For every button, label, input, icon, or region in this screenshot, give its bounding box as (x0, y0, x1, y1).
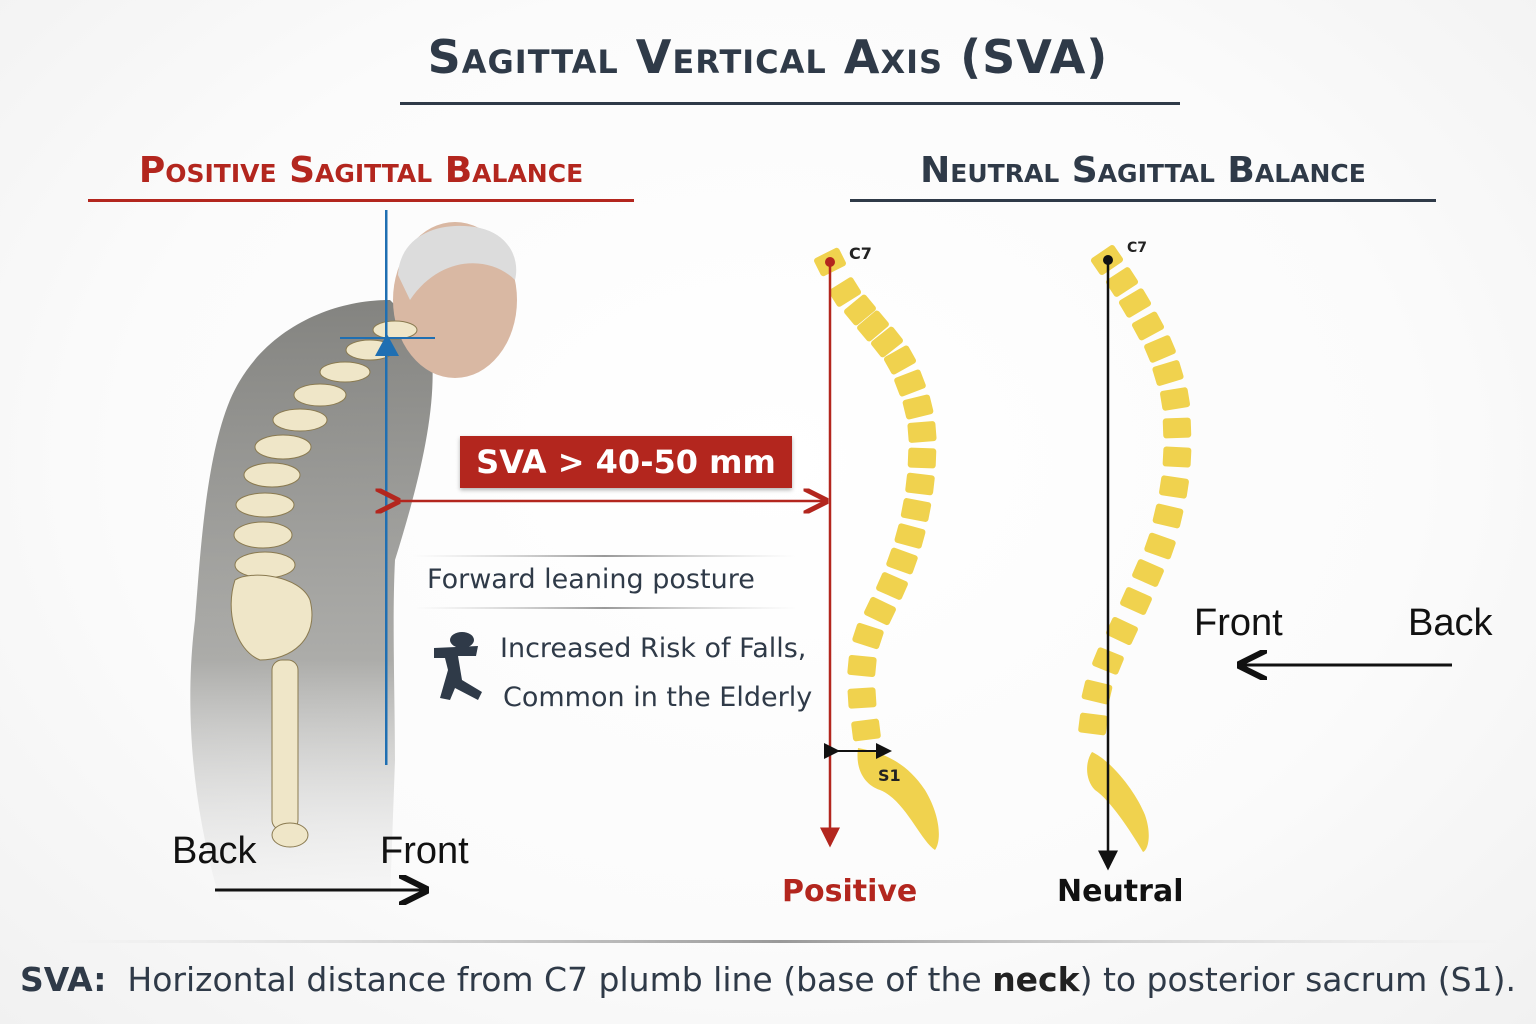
vertebra (864, 596, 896, 626)
neutral-heading-underline (850, 199, 1436, 202)
left-front-label: Front (380, 830, 469, 872)
definition-text-end: ) to posterior sacrum (S1). (1079, 960, 1516, 999)
positive-balance-heading: Positive Sagittal Balance (138, 150, 584, 191)
vertebra (900, 498, 932, 522)
vertebra (876, 572, 908, 600)
vertebra (844, 294, 876, 326)
vertebra (1144, 532, 1176, 560)
vertebra (1132, 559, 1164, 587)
neutral-c7-dot (1103, 255, 1113, 265)
vertebra (1081, 679, 1113, 705)
vertebra (871, 326, 903, 358)
vertebra (847, 654, 877, 678)
vertebra (902, 394, 934, 420)
vertebra (1162, 446, 1192, 468)
vertebra (1131, 311, 1165, 341)
positive-heading-underline (88, 199, 634, 202)
vertebra (894, 369, 926, 397)
right-back-label: Back (1408, 602, 1493, 644)
sacrum (857, 748, 939, 850)
definition-text-start: Horizontal distance from C7 plumb line (… (127, 960, 993, 999)
neutral-spine (1078, 245, 1192, 852)
risk-line-1: Increased Risk of Falls, (500, 633, 807, 664)
definition-bold: neck (992, 960, 1080, 999)
vertebra (1120, 587, 1152, 615)
neutral-balance-heading: Neutral Sagittal Balance (920, 150, 1366, 191)
neutral-caption: Neutral (1057, 874, 1184, 909)
sacrum (1087, 752, 1149, 852)
s1-label: S1 (878, 766, 901, 785)
vertebra (907, 447, 937, 469)
vertebra (907, 421, 937, 443)
vertebra (1160, 387, 1190, 411)
vertebra (883, 345, 917, 375)
sva-threshold-badge: SVA > 40-50 mm (460, 436, 792, 488)
vertebra (886, 547, 918, 575)
vertebra (1118, 288, 1152, 318)
vertebra (905, 472, 935, 496)
positive-caption: Positive (782, 874, 918, 909)
posture-note: Forward leaning posture (427, 564, 755, 595)
definition-term: SVA: (20, 960, 107, 999)
right-front-label: Front (1194, 602, 1283, 644)
sva-definition: SVA: Horizontal distance from C7 plumb l… (0, 960, 1536, 999)
positive-spine (814, 247, 939, 850)
falling-person-icon (434, 632, 482, 700)
c7-plumb-line (385, 210, 388, 765)
risk-line-2: Common in the Elderly (503, 682, 813, 713)
footer-divider (60, 940, 1500, 943)
vertebra (1078, 712, 1108, 736)
c7-marker-icon (375, 334, 399, 356)
vertebra (847, 687, 877, 709)
vertebra (851, 718, 881, 742)
vertebra (1152, 503, 1184, 529)
vertebra (1144, 335, 1176, 363)
vertebra (894, 523, 926, 549)
title-underline (400, 102, 1180, 105)
stooped-elderly-figure (190, 210, 517, 900)
page-title: Sagittal Vertical Axis (SVA) (427, 30, 1109, 84)
vertebra (828, 277, 862, 307)
vertebra (1162, 417, 1192, 439)
vertebra (1106, 617, 1138, 645)
vertebra (1152, 360, 1184, 386)
vertebra (1159, 475, 1189, 499)
left-back-label: Back (172, 830, 257, 872)
vertebra (857, 310, 889, 342)
positive-c7-label: C7 (849, 244, 872, 263)
vertebra (1105, 267, 1139, 297)
vertebra (852, 622, 884, 650)
positive-c7-dot (825, 257, 835, 267)
neutral-c7-label: C7 (1127, 240, 1148, 256)
